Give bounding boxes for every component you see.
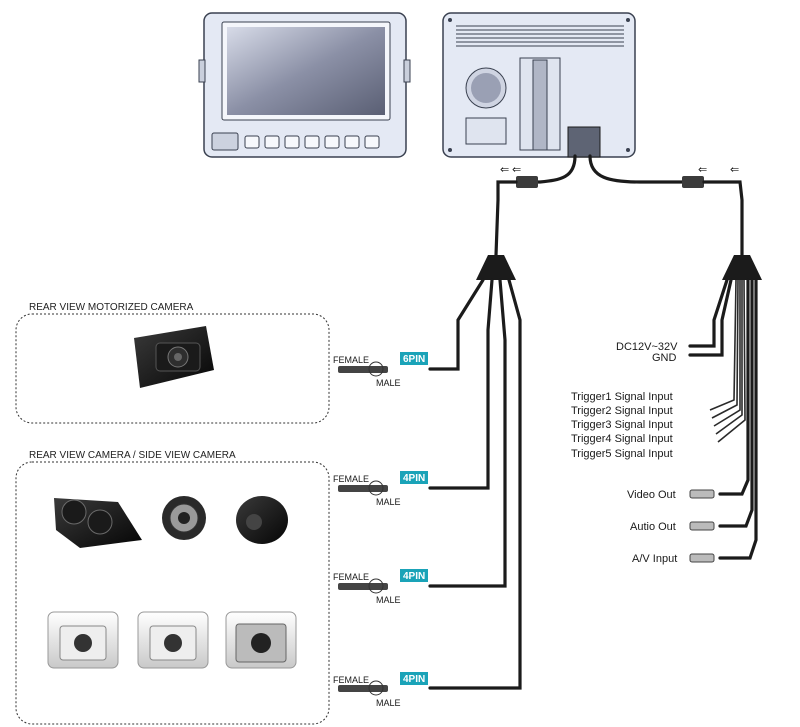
monitor-back [442,12,636,158]
junction-left [476,255,516,280]
trigger-labels: Trigger1 Signal Input Trigger2 Signal In… [571,391,673,460]
connector-male-label: MALE [376,378,401,388]
arrow-right-1: ⇐ [698,164,707,176]
arrow-left-1: ⇐ [500,164,509,176]
video-out-label: Video Out [627,489,676,501]
trigger-label: Trigger5 Signal Input [571,448,673,460]
connector-male-label: MALE [376,595,401,605]
section-motorized: REAR VIEW MOTORIZED CAMERA [15,299,330,424]
connector-female-label: FEMALE [333,572,369,582]
av-port-labels: Video Out Autio Out A/V Input [627,489,715,565]
white-camera-image-3 [225,611,297,669]
trigger-label: Trigger1 Signal Input [571,391,673,403]
power-labels: DC12V~32V GND [616,341,678,364]
connector-male-label: MALE [376,698,401,708]
connector-right [682,176,704,188]
monitor-buttons [244,135,380,149]
connector-row-4: FEMALE MALE 4PIN [333,672,428,708]
connector-row-2: FEMALE MALE 4PIN [333,471,428,507]
trigger-label: Trigger4 Signal Input [571,433,673,445]
pin-tag-label: 4PIN [403,674,425,685]
connector-female-label: FEMALE [333,675,369,685]
av-input-label: A/V Input [632,553,677,565]
white-camera-image-1 [47,611,119,669]
power-voltage-label: DC12V~32V [616,341,678,353]
motorized-camera-image [134,326,214,388]
trigger-label: Trigger3 Signal Input [571,419,673,431]
junction-right [722,255,762,280]
dome-camera-image [236,496,288,544]
pin-tag-label: 4PIN [403,571,425,582]
arrow-right-2: ⇐ [730,164,739,176]
section-rear-side: REAR VIEW CAMERA / SIDE VIEW CAMERA [15,447,330,725]
pin-tag [400,352,428,365]
cables: ⇐ ⇐ ⇐ ⇐ [428,154,762,690]
connector-left [516,176,538,188]
connector-female-label: FEMALE [333,355,369,365]
section-title-rear-side: REAR VIEW CAMERA / SIDE VIEW CAMERA [29,450,236,461]
white-camera-image-2 [137,611,209,669]
connector-row-3: FEMALE MALE 4PIN [333,569,428,605]
monitor-front [198,12,411,158]
pin-tag-label: 4PIN [403,473,425,484]
pin-tag [400,672,428,685]
pin-tag-label: 6PIN [403,354,425,365]
connector-male-label: MALE [376,497,401,507]
pin-tag [400,569,428,582]
audio-out-label: Autio Out [630,521,676,533]
section-title-motorized: REAR VIEW MOTORIZED CAMERA [29,302,194,313]
pin-tag [400,471,428,484]
connector-female-label: FEMALE [333,474,369,484]
arrow-left-2: ⇐ [512,164,521,176]
connector-row-1: FEMALE MALE 6PIN [333,352,428,388]
bullet-camera-image [162,496,206,540]
trigger-label: Trigger2 Signal Input [571,405,673,417]
side-camera-image [54,498,142,548]
power-ground-label: GND [652,352,677,364]
